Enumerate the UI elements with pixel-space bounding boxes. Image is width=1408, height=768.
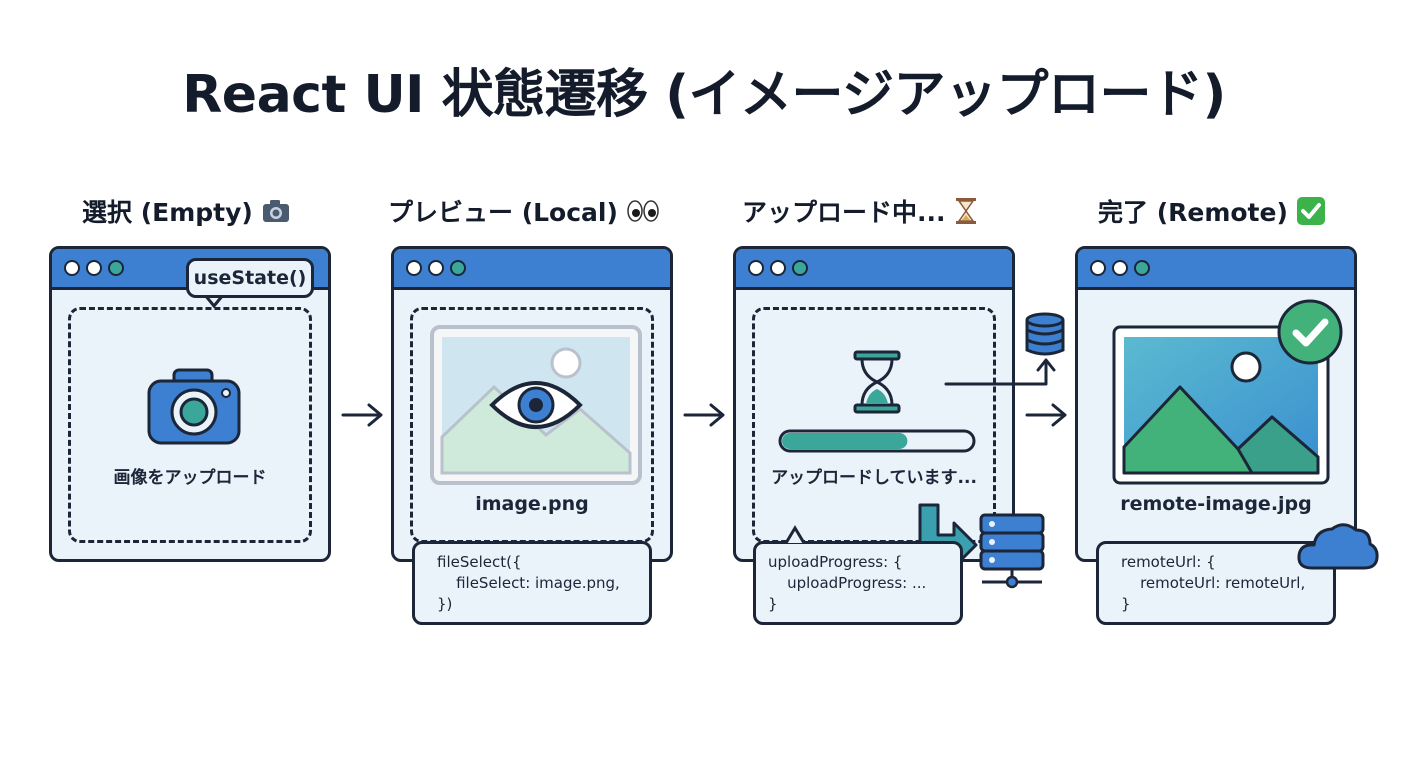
camera-icon <box>147 368 241 445</box>
upload-progress-code-box: uploadProgress: { uploadProgress: ...} <box>753 541 963 625</box>
arrow-right-icon <box>341 403 383 427</box>
window-titlebar <box>1078 249 1354 290</box>
progress-fill <box>782 433 908 449</box>
window-dot <box>1134 260 1150 276</box>
code-line: fileSelect: image.png, <box>437 574 620 592</box>
window-preview: image.png <box>391 246 673 562</box>
stage-3-label: アップロード中... <box>742 193 978 229</box>
arrow-right-icon <box>683 403 725 427</box>
code-line: remoteUrl: { <box>1121 553 1216 571</box>
code-line: remoteUrl: remoteUrl, <box>1121 574 1306 592</box>
bubble-pointer <box>784 525 806 544</box>
window-dot <box>1112 260 1128 276</box>
code-line: uploadProgress: ... <box>768 574 927 592</box>
upload-progress-bar <box>778 429 976 453</box>
code-line: } <box>1121 595 1131 613</box>
window-titlebar <box>736 249 1012 290</box>
arrow-right-icon <box>1025 403 1067 427</box>
upload-data-flow-arrow <box>944 358 1056 386</box>
camera-icon <box>262 200 289 222</box>
hourglass-icon <box>853 350 901 414</box>
upload-dropzone[interactable] <box>68 307 312 543</box>
uploading-status: アップロードしています... <box>771 468 977 488</box>
fileselect-code-box: fileSelect({ fileSelect: image.png,}) <box>412 541 652 625</box>
upload-prompt: 画像をアップロード <box>113 468 267 488</box>
window-dot <box>86 260 102 276</box>
code-line: } <box>768 595 778 613</box>
window-titlebar <box>394 249 670 290</box>
success-check-icon <box>1277 299 1343 365</box>
window-dot <box>748 260 764 276</box>
window-dot <box>1090 260 1106 276</box>
stage-1-label: 選択 (Empty) <box>82 193 291 229</box>
code-line: fileSelect({ <box>437 553 522 571</box>
window-complete: remote-image.jpg <box>1075 246 1357 562</box>
stage-4-label: 完了 (Remote) <box>1098 193 1326 229</box>
stage-2-label: プレビュー (Local) <box>388 193 660 229</box>
usestate-bubble: useState() <box>186 258 314 298</box>
code-line: uploadProgress: { <box>768 553 903 571</box>
database-icon <box>1025 312 1065 356</box>
image-preview-thumbnail <box>430 325 642 485</box>
window-dot <box>450 260 466 276</box>
window-uploading: アップロードしています... <box>733 246 1015 562</box>
server-icon <box>979 513 1045 589</box>
cloud-icon <box>1297 523 1379 570</box>
eyes-icon <box>627 200 659 222</box>
window-dot <box>792 260 808 276</box>
window-dot <box>406 260 422 276</box>
window-dot <box>108 260 124 276</box>
diagram-title: React UI 状態遷移 (イメージアップロード) <box>182 65 1226 125</box>
preview-filename: image.png <box>475 493 589 515</box>
hourglass-icon <box>955 198 976 224</box>
remote-filename: remote-image.jpg <box>1120 493 1312 515</box>
window-dot <box>64 260 80 276</box>
code-line: }) <box>437 595 453 613</box>
remote-url-code-box: remoteUrl: { remoteUrl: remoteUrl,} <box>1096 541 1336 625</box>
window-dot <box>428 260 444 276</box>
check-mark-button-icon <box>1296 197 1325 225</box>
remote-image-thumbnail <box>1112 325 1330 485</box>
window-dot <box>770 260 786 276</box>
